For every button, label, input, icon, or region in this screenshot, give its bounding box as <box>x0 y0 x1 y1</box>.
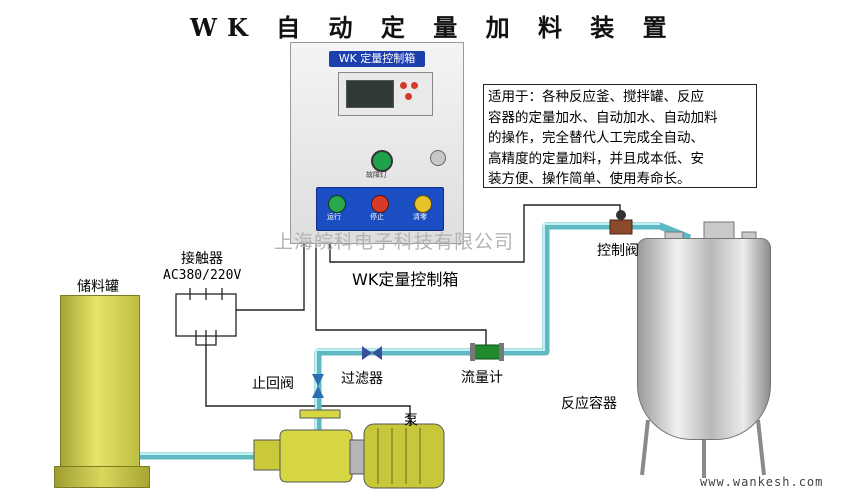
flow-meter-symbol <box>470 343 504 361</box>
note-line: 高精度的定量加料，并且成本低、安 <box>488 150 704 167</box>
storage-tank <box>60 295 140 469</box>
controller-key-icon[interactable] <box>405 93 412 100</box>
pump-label: 泵 <box>404 413 418 429</box>
pipe-pump-vessel <box>314 222 692 430</box>
note-line: 容器的定量加水、自动加水、自动加料 <box>488 109 718 126</box>
storage-tank-label: 储料罐 <box>77 279 119 295</box>
control-wires <box>205 204 621 430</box>
contactor <box>175 288 237 346</box>
control-valve-symbol <box>609 210 633 235</box>
reset-button-label: 清零 <box>413 213 427 221</box>
stop-button[interactable] <box>371 195 389 213</box>
power-switch-icon[interactable] <box>430 150 446 166</box>
watermark: 上海皖科电子科技有限公司 <box>274 231 515 253</box>
voltage-label: AC380/220V <box>163 268 242 283</box>
website-url: www.wankesh.com <box>700 475 824 489</box>
check-valve-label: 止回阀 <box>252 376 294 392</box>
fault-indicator-light <box>371 150 393 172</box>
fault-indicator-caption: 故障灯 <box>366 171 387 179</box>
wire-cabinet-valve <box>329 204 621 263</box>
note-line: 的操作，完全替代人工完成全自动、 <box>488 130 704 146</box>
wire-cabinet-contactor <box>236 242 305 311</box>
filter-label: 过滤器 <box>341 371 383 387</box>
reaction-vessel <box>637 238 771 440</box>
pump <box>253 409 445 489</box>
controller-key-icon[interactable] <box>400 82 407 89</box>
run-button-label: 运行 <box>327 213 341 221</box>
run-button[interactable] <box>328 195 346 213</box>
cabinet-caption: WK定量控制箱 <box>352 270 459 289</box>
controller-key-icon[interactable] <box>411 82 418 89</box>
check-valve-symbol <box>312 374 324 398</box>
cabinet-panel-label: WK 定量控制箱 <box>329 51 425 67</box>
controller-display <box>346 80 394 108</box>
control-valve-label: 控制阀 <box>597 243 639 259</box>
note-line: 适用于：各种反应釜、搅拌罐、反应 <box>488 89 704 105</box>
wire-contactor-pump <box>205 345 411 430</box>
contactor-label: 接触器 <box>181 251 223 267</box>
filter-symbol <box>362 346 382 360</box>
storage-tank-base <box>54 466 150 488</box>
vessel-legs <box>640 419 766 478</box>
flow-meter-label: 流量计 <box>461 370 503 386</box>
note-line: 装方便、操作简单、使用寿命长。 <box>488 171 691 187</box>
page-title: WK 自 动 定 量 加 料 装 置 <box>190 13 677 42</box>
wire-cabinet-flowmeter <box>315 242 487 345</box>
description-note: 适用于：各种反应釜、搅拌罐、反应 容器的定量加水、自动加水、自动加料 的操作，完… <box>483 84 757 188</box>
reset-button[interactable] <box>414 195 432 213</box>
reaction-vessel-label: 反应容器 <box>561 396 617 412</box>
stop-button-label: 停止 <box>370 213 384 221</box>
